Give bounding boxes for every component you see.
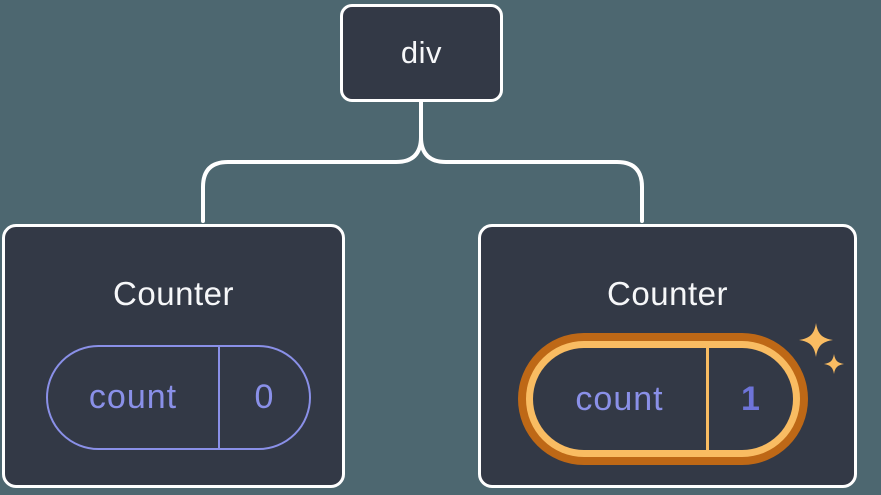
state-pill-highlighted: count 1 [533,348,793,450]
state-value: 1 [706,348,793,450]
sparkles-icon [799,323,844,374]
root-node-div: div [340,4,503,102]
component-title: Counter [607,275,728,312]
state-pill: count 0 [46,345,311,450]
state-key-label: count [88,378,178,416]
state-value: 0 [218,347,309,448]
state-key-label: count [575,379,664,418]
component-title: Counter [113,275,234,312]
counter-card-left: Counter count 0 [2,224,345,488]
counter-card-right: Counter count 1 [478,224,857,488]
root-node-label: div [400,35,443,70]
